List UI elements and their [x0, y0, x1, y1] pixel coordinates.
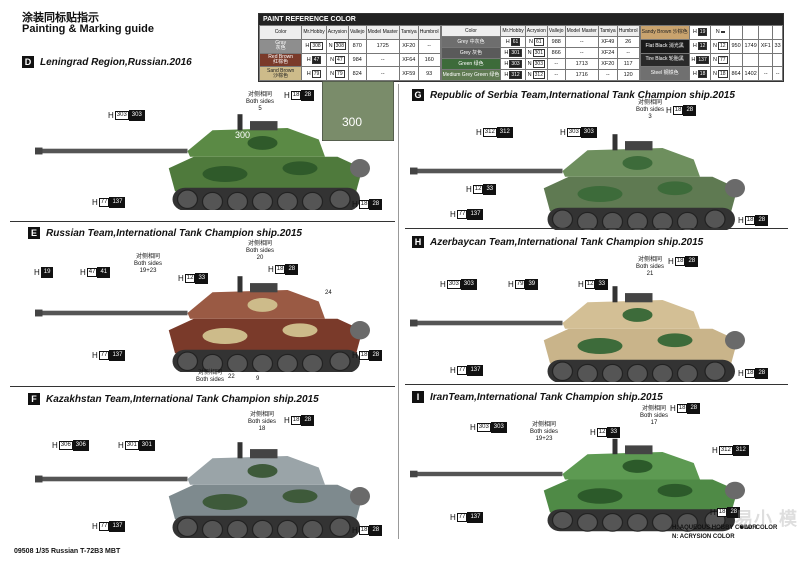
turret-number: 300 [235, 130, 250, 140]
both-sides-note: 对侧相同 Both sides 5 [246, 92, 275, 112]
watermark: 易小 模 [735, 509, 799, 529]
panel-h-header: H Azerbaycan Team,International Tank Cha… [412, 236, 703, 248]
col-header: Humbrol [417, 25, 441, 40]
col-header: Acrysion [325, 25, 349, 40]
svg-text:300: 300 [342, 115, 362, 129]
col-header: Mr.Hobby [301, 25, 327, 40]
palette-left: Color Mr.Hobby Acrysion Vallejo Model Ma… [258, 25, 441, 81]
panel-i-header: I IranTeam,International Tank Champion s… [412, 391, 663, 403]
panel-f-header: F Kazakhstan Team,International Tank Cha… [28, 393, 319, 405]
paint-reference-title: PAINT REFERENCE COLOR [259, 14, 783, 25]
panel-e-header: E Russian Team,International Tank Champi… [28, 227, 302, 239]
legend-mr: ■ Mr. COLOR [740, 525, 778, 531]
panel-title: Leningrad Region,Russian.2016 [40, 56, 192, 68]
panel-g-header: G Republic of Serbia Team,International … [412, 89, 735, 101]
tank-d-illustration: 300 [34, 113, 371, 210]
guide-title-cn: 涂装同标贴指示 [22, 12, 99, 24]
legend-h: H: AQUEOUS HOBBY COLOR [672, 525, 757, 531]
panel-d-header: D Leningrad Region,Russian.2016 [22, 56, 192, 68]
inset-detail-d: 300 [322, 81, 394, 141]
col-header: Model Master [365, 25, 400, 40]
legend-n: N: ACRYSION COLOR [672, 534, 735, 540]
col-header: Tamiya [398, 25, 419, 40]
product-label: 09508 1/35 Russian T-72B3 MBT [14, 548, 121, 555]
col-header: Color [258, 25, 303, 40]
palette-mid: Color Mr.Hobby Acrysion Vallejo Model Ma… [440, 25, 640, 81]
center-divider [398, 84, 399, 539]
guide-title-en: Painting & Marking guide [22, 23, 155, 35]
panel-divider [10, 221, 395, 222]
panel-letter: D [22, 56, 34, 68]
col-header: Vallejo [347, 25, 367, 40]
paint-reference-table: PAINT REFERENCE COLOR Color Mr.Hobby Acr… [258, 13, 784, 82]
